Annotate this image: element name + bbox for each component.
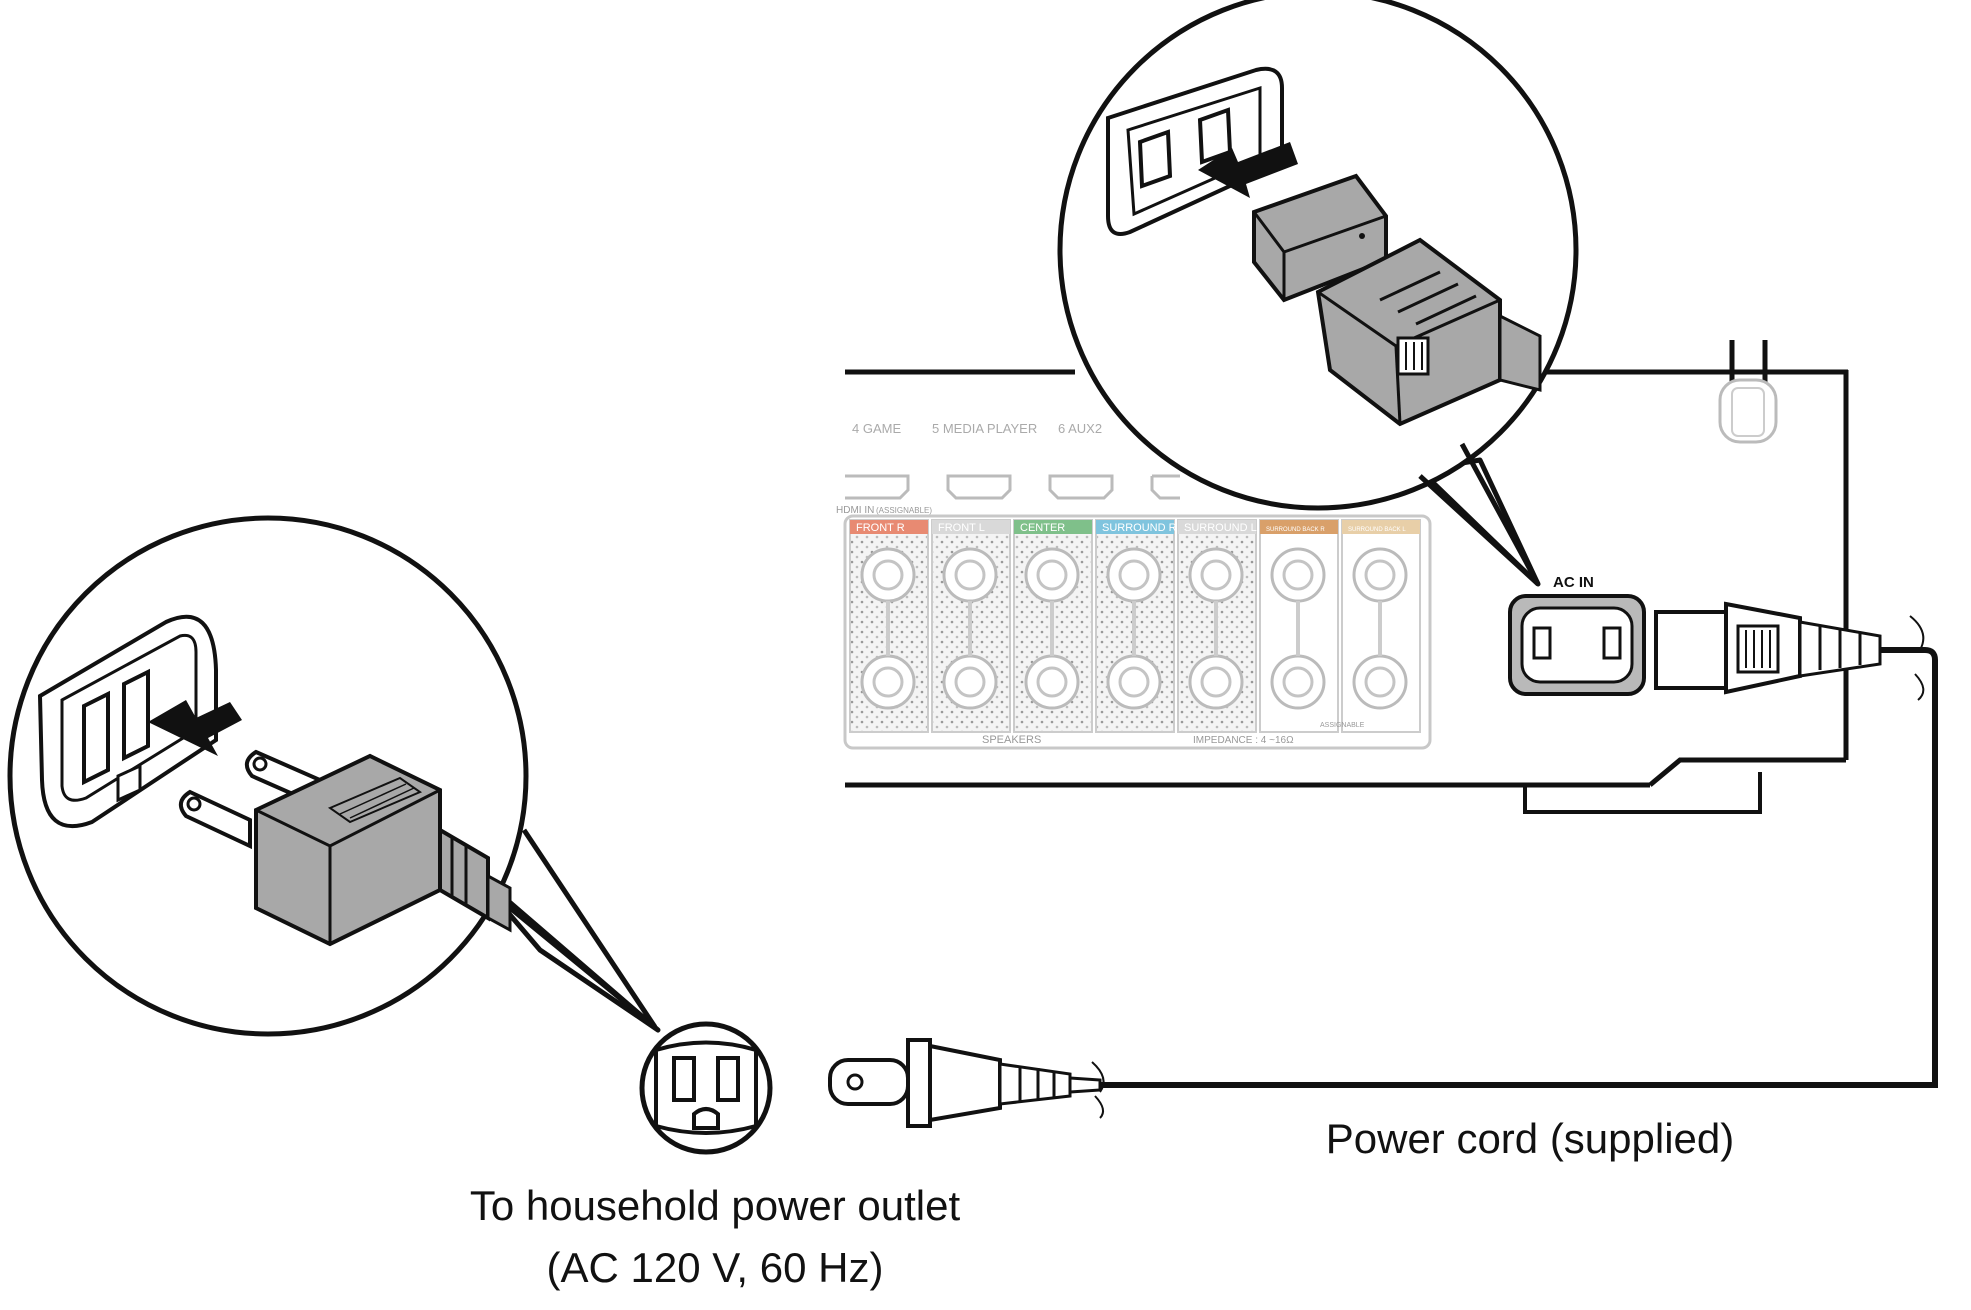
- speaker-channel-label: SURROUND BACK R: [1266, 527, 1325, 533]
- zoom-bubble-inlet: [1057, 0, 1579, 587]
- assignable-label: ASSIGNABLE: [1320, 722, 1365, 729]
- speaker-terminal-knob: [1200, 559, 1232, 591]
- speaker-terminal-knob: [954, 559, 986, 591]
- speaker-channel-header: [1178, 520, 1256, 534]
- insert-arrow-inlet: [1198, 142, 1298, 198]
- speaker-channel-label: FRONT R: [856, 522, 905, 534]
- hdmi-port-7: [1150, 474, 1180, 500]
- speaker-terminal-knob: [872, 666, 904, 698]
- outlet-slot-left: [672, 1056, 696, 1102]
- speaker-terminal-knob: [1200, 666, 1232, 698]
- receiver-rear-panel: [845, 340, 1849, 814]
- outlet-caption-line1: To household power outlet: [469, 1182, 961, 1229]
- speaker-channel-header: [1260, 520, 1338, 534]
- speaker-terminal-knob: [1282, 559, 1314, 591]
- speaker-channel-header: [850, 520, 928, 534]
- outlet-caption-line2: (AC 120 V, 60 Hz): [546, 1244, 884, 1291]
- speaker-terminal-knob: [954, 666, 986, 698]
- iec-connector[interactable]: [1654, 601, 1882, 695]
- input-label-6-aux2: 6 AUX2: [1058, 421, 1102, 436]
- speaker-channel-header: [1096, 520, 1174, 534]
- speaker-channel-label: FRONT L: [938, 522, 985, 534]
- speaker-terminal-knob: [1118, 666, 1150, 698]
- impedance-label: IMPEDANCE : 4 ~16Ω: [1193, 735, 1294, 746]
- speaker-terminal-block: FRONT R FRONT L CENTER SURROUND R SURROUND L…: [843, 514, 1432, 750]
- speaker-terminal-knob: [872, 559, 904, 591]
- inlet-slot-left: [1532, 626, 1552, 660]
- speaker-channel-label: SURROUND R: [1102, 522, 1177, 534]
- hdmi-sub-label: (ASSIGNABLE): [876, 506, 932, 515]
- power-plug[interactable]: [828, 1038, 1105, 1128]
- plug-prong: [828, 1058, 910, 1106]
- speaker-terminal-knob: [1364, 559, 1396, 591]
- speaker-channel-label: SURROUND L: [1184, 522, 1257, 534]
- hdmi-port-4: [845, 474, 910, 500]
- ac-inlet[interactable]: AC IN: [1508, 574, 1646, 696]
- speakers-label: SPEAKERS: [982, 734, 1041, 746]
- hdmi-port-6: [1048, 474, 1114, 500]
- input-label-5-media-player: 5 MEDIA PLAYER: [932, 421, 1037, 436]
- speaker-terminal-knob: [1036, 666, 1068, 698]
- hdmi-label: HDMI IN: [836, 505, 874, 516]
- inlet-slot-right: [1602, 626, 1622, 660]
- outlet-slot-right: [716, 1056, 740, 1102]
- insert-arrow-outlet: [148, 700, 242, 756]
- speaker-channel-label: CENTER: [1020, 522, 1065, 534]
- speaker-channel-header: [1014, 520, 1092, 534]
- speaker-channel-header: [932, 520, 1010, 534]
- zoom-bubble-outlet: [7, 515, 661, 1037]
- speaker-terminal-knob: [1282, 666, 1314, 698]
- power-cord: [1100, 647, 1938, 1088]
- speaker-terminal-knob: [1118, 559, 1150, 591]
- speaker-terminal-knob: [1364, 666, 1396, 698]
- input-label-4-game: 4 GAME: [852, 421, 901, 436]
- ac-in-label: AC IN: [1553, 574, 1594, 591]
- hdmi-port-5: [946, 474, 1012, 500]
- cord-caption: Power cord (supplied): [1325, 1115, 1735, 1162]
- speaker-terminal-knob: [1036, 559, 1068, 591]
- speaker-channel-label: SURROUND BACK L: [1348, 527, 1406, 533]
- wall-outlet[interactable]: [639, 1021, 773, 1155]
- hdmi-inputs: 4 GAME 5 MEDIA PLAYER 6 AUX2 HDMI IN (AS…: [836, 421, 1180, 516]
- outlet-ground-hole: [692, 1107, 720, 1130]
- speaker-channel-header: [1342, 520, 1420, 534]
